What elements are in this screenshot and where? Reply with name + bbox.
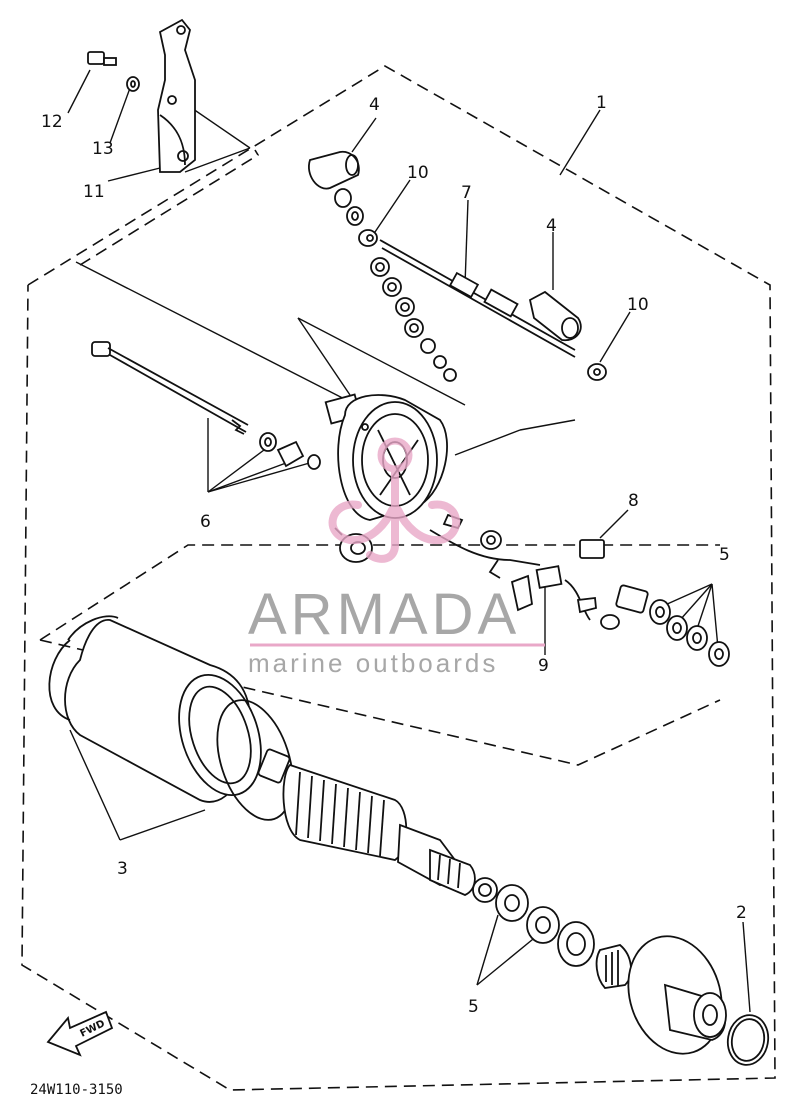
o-ring-part-2 — [726, 1014, 770, 1066]
callout-8: 8 — [628, 491, 639, 511]
nut-part-10-lower — [587, 363, 607, 381]
terminal-bolt-part-7 — [379, 239, 576, 358]
fwd-arrow-icon: FWD — [46, 1010, 114, 1057]
bracket-assembly — [87, 18, 196, 173]
armada-watermark: ARMADA marine outboards — [248, 437, 545, 678]
watermark-brand: ARMADA — [248, 582, 520, 647]
washer-part-13 — [126, 76, 140, 92]
callout-11: 11 — [83, 182, 105, 202]
front-cover — [627, 935, 727, 1055]
through-bolt-part-6 — [91, 341, 321, 470]
callout-10b: 10 — [627, 295, 649, 315]
terminal-cap-part-4-left — [308, 150, 360, 190]
circlip — [472, 877, 498, 903]
callout-5a: 5 — [719, 545, 730, 565]
callout-1: 1 — [596, 93, 607, 113]
watermark-tagline: marine outboards — [248, 648, 498, 678]
callout-7: 7 — [461, 183, 472, 203]
terminal-parts-top — [308, 150, 607, 382]
callout-4a: 4 — [369, 95, 380, 115]
callout-3: 3 — [117, 859, 128, 879]
assembly-boundary — [21, 65, 776, 1091]
armada-logo-icon — [328, 437, 461, 563]
leader-lines — [67, 69, 751, 1013]
callout-13: 13 — [92, 139, 114, 159]
yoke-housing-part-3 — [48, 615, 294, 821]
callout-4b: 4 — [546, 216, 557, 236]
bracket-part-11 — [157, 18, 196, 173]
callout-5b: 5 — [468, 997, 479, 1017]
end-cover — [324, 393, 649, 630]
washers-part-5-upper — [649, 599, 730, 667]
nut-part-10-upper — [358, 229, 378, 247]
brush-part-9 — [510, 565, 563, 612]
bolt-part-12 — [87, 51, 117, 66]
brush-spring-part-8 — [579, 539, 605, 559]
callout-2: 2 — [736, 903, 747, 923]
bearing — [557, 921, 595, 967]
callout-12: 12 — [41, 112, 63, 132]
callout-6: 6 — [200, 512, 211, 532]
needle-bearing — [595, 944, 632, 989]
callout-labels: 1 2 3 4 4 5 5 6 7 8 9 10 10 11 12 13 — [41, 93, 747, 1017]
armature — [257, 748, 476, 896]
armature-windings — [295, 771, 385, 857]
pinion-parts — [472, 877, 632, 989]
callout-10a: 10 — [407, 163, 429, 183]
callout-9: 9 — [538, 656, 549, 676]
terminal-cap-part-4-right — [528, 290, 582, 342]
drawing-code: 24W110-3150 — [30, 1082, 123, 1098]
